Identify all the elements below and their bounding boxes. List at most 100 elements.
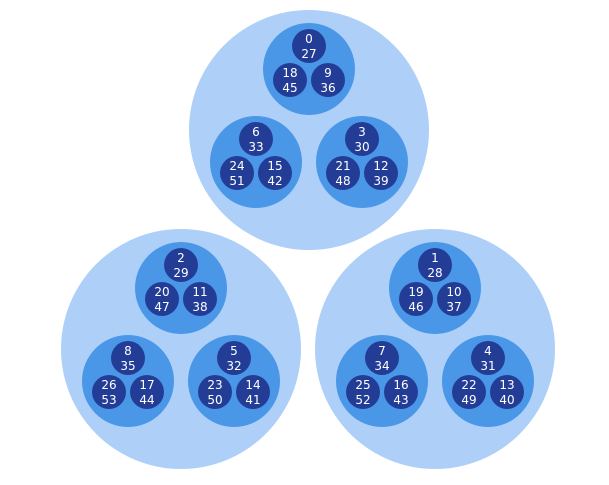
- node-value: 30: [354, 140, 369, 154]
- node-id: 23: [207, 378, 222, 392]
- node-circle: [452, 375, 486, 409]
- node-id: 12: [373, 159, 388, 173]
- node-circle: [365, 341, 399, 375]
- node-value: 48: [335, 174, 350, 188]
- node-id: 17: [139, 378, 154, 392]
- node-value: 36: [320, 81, 335, 95]
- node-value: 47: [154, 300, 169, 314]
- node-circle: [111, 341, 145, 375]
- node-id: 13: [499, 378, 514, 392]
- node-circle: [384, 375, 418, 409]
- node-circle: [490, 375, 524, 409]
- node-value: 52: [355, 393, 370, 407]
- node-value: 51: [229, 174, 244, 188]
- node-circle: [236, 375, 270, 409]
- node-id: 10: [446, 285, 461, 299]
- node-value: 43: [393, 393, 408, 407]
- node-circle: [326, 156, 360, 190]
- node-circle: [346, 375, 380, 409]
- node: 229: [164, 248, 198, 282]
- node-value: 37: [446, 300, 461, 314]
- node-circle: [399, 282, 433, 316]
- node-id: 7: [378, 344, 386, 358]
- node-circle: [239, 122, 273, 156]
- node-id: 25: [355, 378, 370, 392]
- node-id: 5: [230, 344, 238, 358]
- node-circle: [418, 248, 452, 282]
- node-circle: [145, 282, 179, 316]
- node-id: 21: [335, 159, 350, 173]
- node-circle: [217, 341, 251, 375]
- node-id: 2: [177, 251, 185, 265]
- node-id: 15: [267, 159, 282, 173]
- node: 532: [217, 341, 251, 375]
- node-value: 41: [245, 393, 260, 407]
- node-id: 24: [229, 159, 244, 173]
- node-id: 4: [484, 344, 492, 358]
- node-id: 26: [101, 378, 116, 392]
- node-id: 8: [124, 344, 132, 358]
- node-value: 44: [139, 393, 154, 407]
- node: 431: [471, 341, 505, 375]
- node-value: 42: [267, 174, 282, 188]
- node-id: 16: [393, 378, 408, 392]
- node-value: 39: [373, 174, 388, 188]
- node-circle: [164, 248, 198, 282]
- node-value: 28: [427, 266, 442, 280]
- node-circle: [437, 282, 471, 316]
- node: 027: [292, 29, 326, 63]
- node: 734: [365, 341, 399, 375]
- node-value: 40: [499, 393, 514, 407]
- node-value: 53: [101, 393, 116, 407]
- node-value: 34: [374, 359, 389, 373]
- node-circle: [292, 29, 326, 63]
- node-id: 22: [461, 378, 476, 392]
- node-circle: [364, 156, 398, 190]
- node-circle: [258, 156, 292, 190]
- node-id: 6: [252, 125, 260, 139]
- node-circle: [220, 156, 254, 190]
- node-circle: [471, 341, 505, 375]
- node-circle: [183, 282, 217, 316]
- node-circle: [345, 122, 379, 156]
- node: 936: [311, 63, 345, 97]
- node-id: 14: [245, 378, 260, 392]
- node-value: 49: [461, 393, 476, 407]
- node-value: 29: [173, 266, 188, 280]
- node-id: 20: [154, 285, 169, 299]
- node-value: 31: [480, 359, 495, 373]
- node-id: 0: [305, 32, 313, 46]
- node-circle: [311, 63, 345, 97]
- node-value: 33: [248, 140, 263, 154]
- node-circle: [198, 375, 232, 409]
- node-circle: [92, 375, 126, 409]
- node: 330: [345, 122, 379, 156]
- node: 128: [418, 248, 452, 282]
- node-id: 1: [431, 251, 439, 265]
